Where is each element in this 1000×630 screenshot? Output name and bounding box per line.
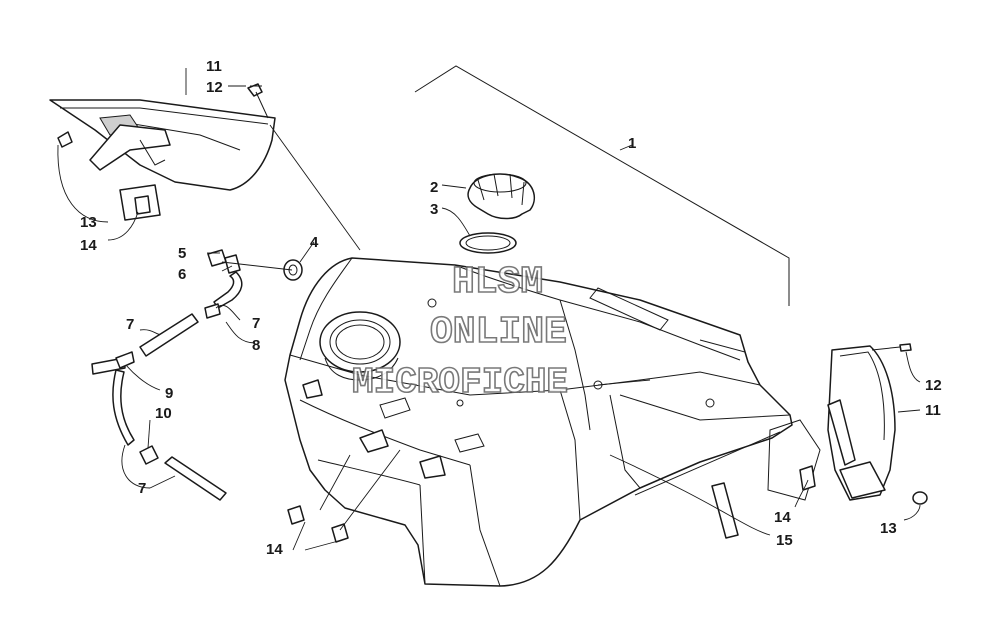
callout-7-upper: 7: [126, 316, 134, 333]
fuel-tank: [284, 257, 793, 587]
side-panel-right: [767, 343, 928, 505]
pad: [711, 482, 739, 539]
callout-1: 1: [628, 135, 636, 152]
callout-12-right: 12: [925, 377, 942, 394]
assembly-bracket: [414, 65, 790, 306]
fuel-cap: [467, 173, 536, 220]
callout-12-left: 12: [206, 79, 223, 96]
callout-labels: 1 2 3 4 5 6 7 7 7 8 9 10 11 11 12 12 13 …: [80, 58, 942, 558]
callout-10: 10: [155, 405, 172, 422]
callout-5: 5: [178, 245, 186, 262]
watermark: HLSM ONLINE MICROFICHE: [351, 260, 569, 404]
callout-6: 6: [178, 266, 186, 283]
callout-13-right: 13: [880, 520, 897, 537]
callout-14-left: 14: [80, 237, 97, 254]
cap-gasket: [459, 232, 517, 254]
callout-9: 9: [165, 385, 173, 402]
callout-3: 3: [430, 201, 438, 218]
callout-7-right: 7: [252, 315, 260, 332]
callout-7-lower: 7: [138, 480, 146, 497]
watermark-line-1: HLSM: [452, 261, 543, 304]
watermark-line-2: ONLINE: [430, 311, 567, 354]
callout-4: 4: [310, 234, 319, 251]
callout-2: 2: [430, 179, 438, 196]
watermark-line-3: MICROFICHE: [352, 362, 568, 403]
clips: [287, 505, 349, 543]
callout-14-lower: 14: [266, 541, 283, 558]
callout-13-left: 13: [80, 214, 97, 231]
callout-14-right: 14: [774, 509, 791, 526]
callout-11-left: 11: [206, 58, 222, 75]
grommet: [283, 259, 303, 281]
leader-lines: [57, 68, 921, 551]
callout-15: 15: [776, 532, 793, 549]
callout-11-right: 11: [925, 402, 941, 419]
callout-8: 8: [252, 337, 260, 354]
side-panel-left: [49, 83, 276, 221]
